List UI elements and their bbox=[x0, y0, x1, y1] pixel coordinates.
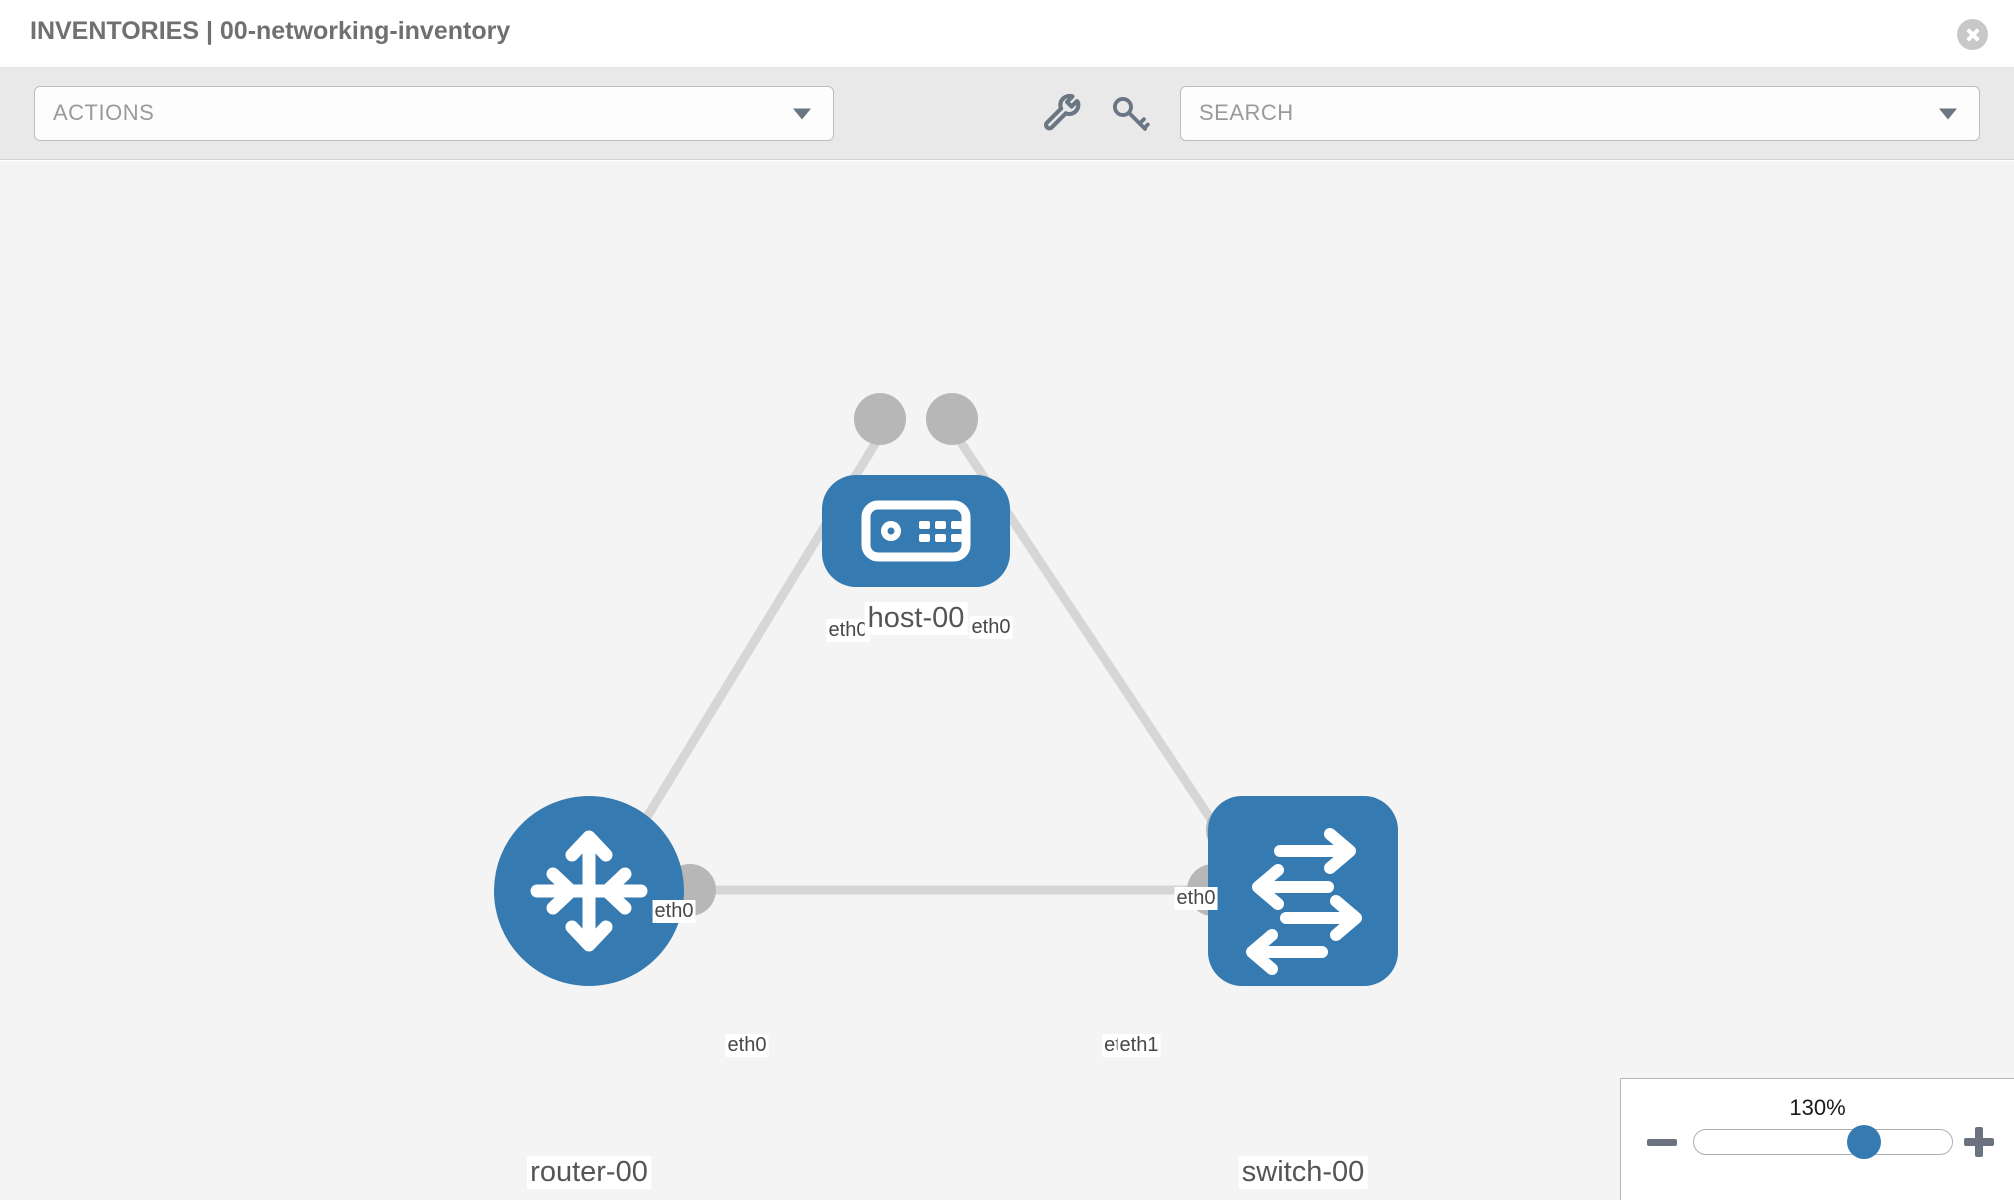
page-title: INVENTORIES | 00-networking-inventory bbox=[30, 17, 511, 45]
key-icon[interactable] bbox=[1110, 93, 1152, 135]
topology-ports bbox=[664, 393, 1258, 916]
iface-label-router-right: eth0 bbox=[725, 1034, 769, 1057]
zoom-in-button[interactable] bbox=[1962, 1125, 1996, 1159]
node-switch-00 bbox=[1208, 796, 1398, 986]
zoom-slider-handle[interactable] bbox=[1847, 1125, 1882, 1159]
toolbar: ACTIONS SEARCH bbox=[0, 68, 2014, 160]
node-router-00 bbox=[494, 796, 684, 986]
iface-label-host-right: eth0 bbox=[969, 616, 1013, 639]
iface-label-switch-up: eth0 bbox=[1174, 887, 1218, 910]
node-label-switch-00: switch-00 bbox=[1238, 1156, 1368, 1189]
chevron-down-icon[interactable] bbox=[1939, 108, 1957, 119]
zoom-slider[interactable] bbox=[1693, 1125, 1953, 1159]
node-host-00 bbox=[822, 475, 1010, 587]
topology-canvas[interactable]: eth0 eth0 host-00 eth0 eth0 eth0 eth eth… bbox=[0, 161, 2014, 1200]
minus-icon bbox=[1647, 1139, 1677, 1146]
actions-dropdown-label: ACTIONS bbox=[53, 100, 155, 125]
search-placeholder: SEARCH bbox=[1199, 100, 1294, 125]
page-header: INVENTORIES | 00-networking-inventory bbox=[0, 0, 2014, 68]
close-icon[interactable] bbox=[1957, 19, 1988, 50]
chevron-down-icon bbox=[793, 108, 811, 119]
iface-label-switch-left-b: eth1 bbox=[1117, 1034, 1161, 1057]
iface-label-host-left: eth0 bbox=[826, 619, 870, 642]
actions-dropdown[interactable]: ACTIONS bbox=[34, 86, 834, 141]
server-device-icon bbox=[861, 500, 971, 562]
node-label-host-00: host-00 bbox=[864, 602, 968, 635]
plus-icon-vertical bbox=[1975, 1127, 1983, 1157]
topology-graph bbox=[494, 393, 1398, 986]
wrench-icon[interactable] bbox=[1042, 93, 1084, 135]
zoom-out-button[interactable] bbox=[1645, 1125, 1679, 1159]
port-host-left bbox=[854, 393, 906, 445]
port-host-right bbox=[926, 393, 978, 445]
switch-arrows-icon bbox=[1246, 828, 1362, 975]
router-arrows-icon bbox=[530, 830, 648, 952]
iface-label-router-up: eth0 bbox=[652, 900, 696, 923]
node-label-router-00: router-00 bbox=[527, 1156, 651, 1189]
zoom-level-label: 130% bbox=[1789, 1095, 1846, 1120]
search-input[interactable]: SEARCH bbox=[1180, 86, 1980, 141]
zoom-control-panel: 130% bbox=[1620, 1078, 2014, 1200]
